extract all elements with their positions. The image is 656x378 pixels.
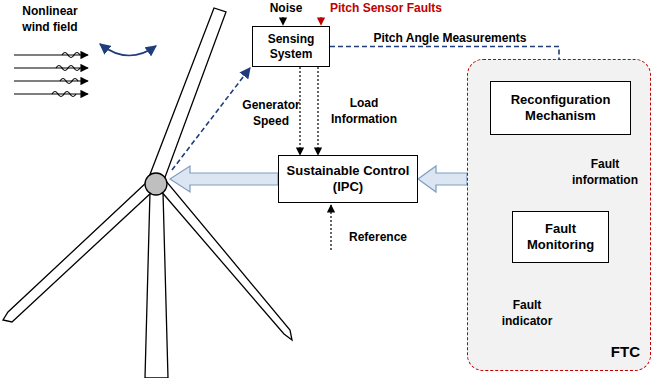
fault-arrow xyxy=(320,17,321,25)
signal-arrow xyxy=(317,67,318,155)
reconfiguration-box: Reconfiguration Mechanism xyxy=(490,81,631,135)
edge-label: Pitch Angle Measurements xyxy=(355,31,545,47)
edge-label: Load Information xyxy=(322,96,406,127)
fault-label: Pitch Sensor Faults xyxy=(330,1,470,17)
edge-label: Fault information xyxy=(563,157,647,188)
region-title: FTC xyxy=(611,343,640,362)
wind-turbine xyxy=(3,8,292,378)
noise-arrow xyxy=(282,17,283,25)
node-text: Sensing System xyxy=(258,32,324,62)
node-text: Reconfiguration Mechanism xyxy=(496,92,625,125)
edge-label: Generator Speed xyxy=(240,98,302,129)
monitoring-box: Fault Monitoring xyxy=(512,211,609,263)
reference-arrow xyxy=(330,205,331,250)
annotation-label: Nonlinear wind field xyxy=(10,4,90,35)
noise-label: Noise xyxy=(266,1,306,17)
ftc-region: FTC Reconfiguration MechanismFault Monito… xyxy=(467,59,651,371)
sensing-box: Sensing System xyxy=(252,26,330,67)
reference-label: Reference xyxy=(338,230,418,246)
block-arrow xyxy=(418,166,467,192)
actuation-arrow xyxy=(170,166,278,192)
indicator-label: Fault indicator xyxy=(498,298,556,329)
control-box: Sustainable Control (IPC) xyxy=(278,155,418,203)
wind-arrows xyxy=(14,53,88,97)
rotation-arrow xyxy=(100,44,156,56)
node-text: Fault Monitoring xyxy=(518,221,603,254)
node-text: Sustainable Control (IPC) xyxy=(284,163,412,196)
measurement-line xyxy=(172,68,250,170)
